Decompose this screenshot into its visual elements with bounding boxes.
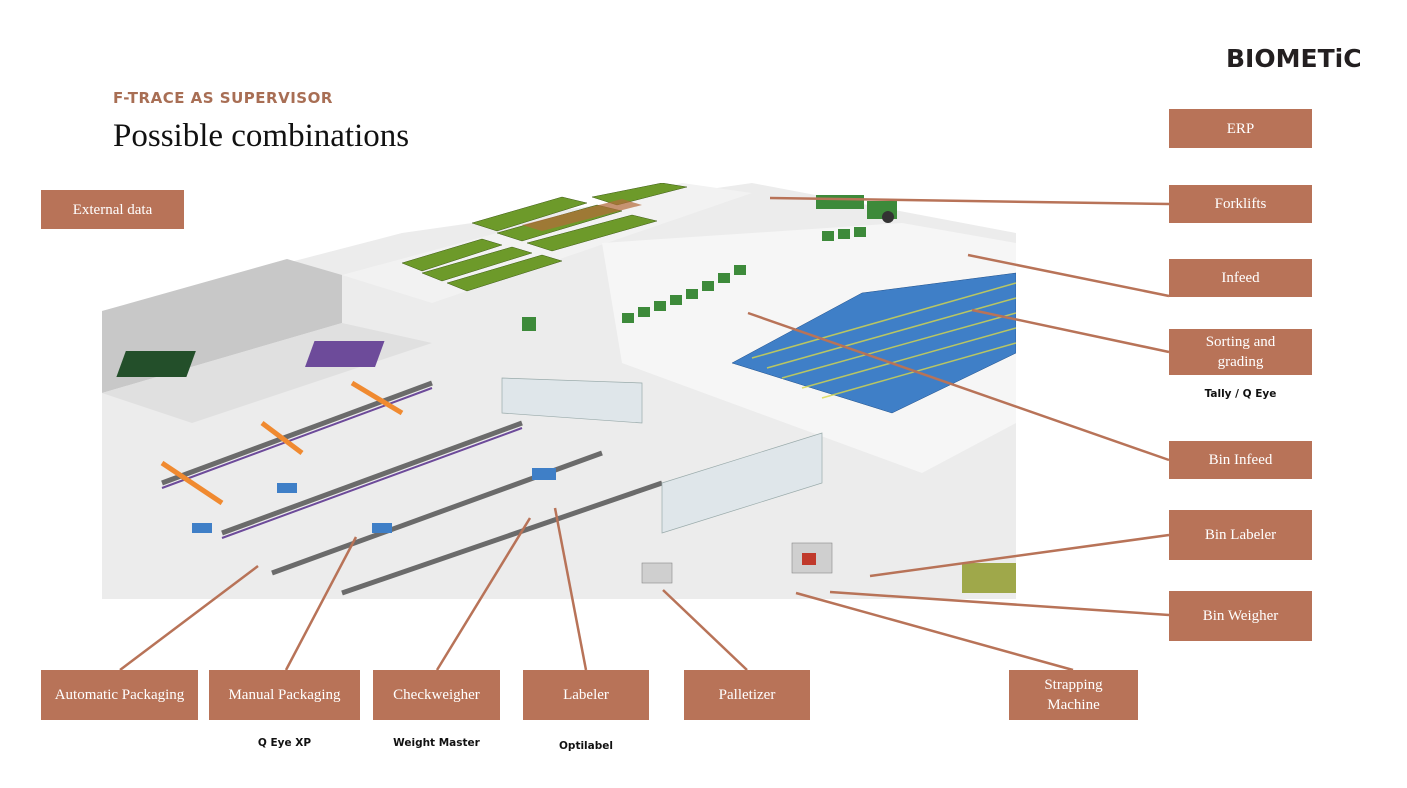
qeye-xp-label: Q Eye XP [257, 737, 312, 749]
page-title: Possible combinations [113, 118, 410, 154]
section-subtitle: F-TRACE AS SUPERVISOR [113, 89, 333, 107]
weight-master-label: Weight Master [393, 737, 480, 749]
infeed-box: Infeed [1169, 259, 1312, 297]
automatic-packaging-box: Automatic Packaging [41, 670, 198, 720]
palletizer-box: Palletizer [684, 670, 810, 720]
forklifts-box: Forklifts [1169, 185, 1312, 223]
tally-qeye-label: Tally / Q Eye [1204, 388, 1277, 400]
external-data-box: External data [41, 190, 184, 229]
bin-labeler-box: Bin Labeler [1169, 510, 1312, 560]
manual-packaging-box: Manual Packaging [209, 670, 360, 720]
labeler-box: Labeler [523, 670, 649, 720]
biometic-logo: BIOMETiC [1226, 44, 1362, 73]
bin-infeed-box: Bin Infeed [1169, 441, 1312, 479]
bin-weigher-box: Bin Weigher [1169, 591, 1312, 641]
factory-illustration [102, 183, 1016, 599]
checkweigher-box: Checkweigher [373, 670, 500, 720]
optilabel-label: Optilabel [559, 740, 613, 752]
strapping-machine-box: Strapping Machine [1009, 670, 1138, 720]
erp-box: ERP [1169, 109, 1312, 148]
sorting-grading-box: Sorting and grading [1169, 329, 1312, 375]
